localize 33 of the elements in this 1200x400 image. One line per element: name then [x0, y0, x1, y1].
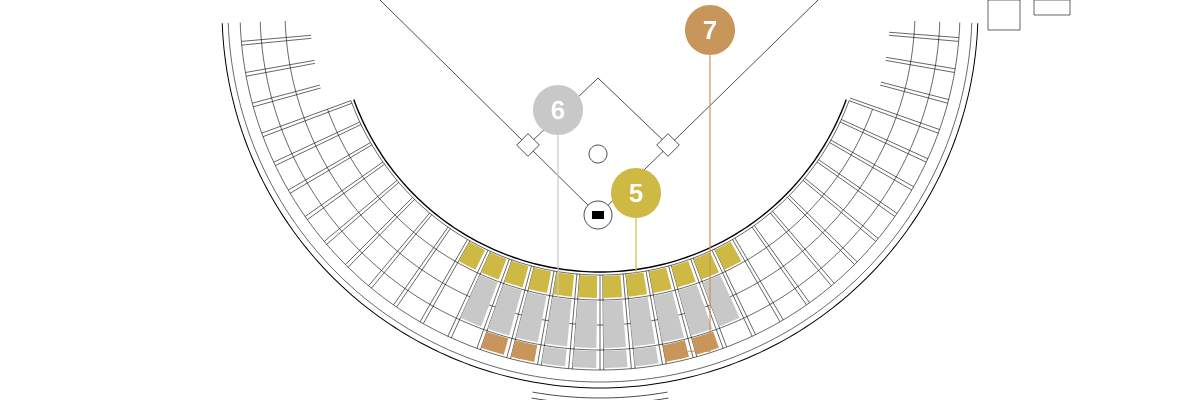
seat-section — [633, 346, 659, 367]
seat-section — [625, 272, 648, 297]
seat-section — [552, 272, 575, 297]
seat-section — [714, 241, 742, 270]
seat-section — [572, 350, 597, 368]
seat-section — [691, 331, 719, 355]
seat-section — [544, 297, 572, 347]
seat-section — [662, 340, 690, 362]
callout-number: 5 — [611, 168, 661, 218]
seat-section — [460, 275, 498, 327]
seat-section — [487, 284, 522, 336]
seat-section — [653, 291, 685, 343]
leader-line — [635, 217, 637, 275]
seat-section — [577, 275, 598, 298]
seat-section — [678, 284, 713, 336]
seat-section — [541, 346, 567, 367]
seat-section — [603, 300, 626, 348]
seat-section — [528, 267, 552, 294]
seat-section — [702, 275, 740, 327]
seat-section — [648, 267, 672, 294]
seat-section — [481, 252, 507, 280]
seat-section — [515, 291, 547, 343]
seat-section — [510, 340, 538, 362]
seat-section — [504, 260, 529, 288]
seat-section — [628, 297, 656, 347]
seat-section — [574, 300, 597, 348]
seat-section — [481, 331, 509, 355]
seat-section — [458, 241, 486, 270]
leader-line — [557, 134, 559, 299]
leader-line — [686, 54, 711, 352]
seat-section — [671, 260, 696, 288]
seat-section — [693, 252, 719, 280]
callout-number: 7 — [685, 5, 735, 55]
